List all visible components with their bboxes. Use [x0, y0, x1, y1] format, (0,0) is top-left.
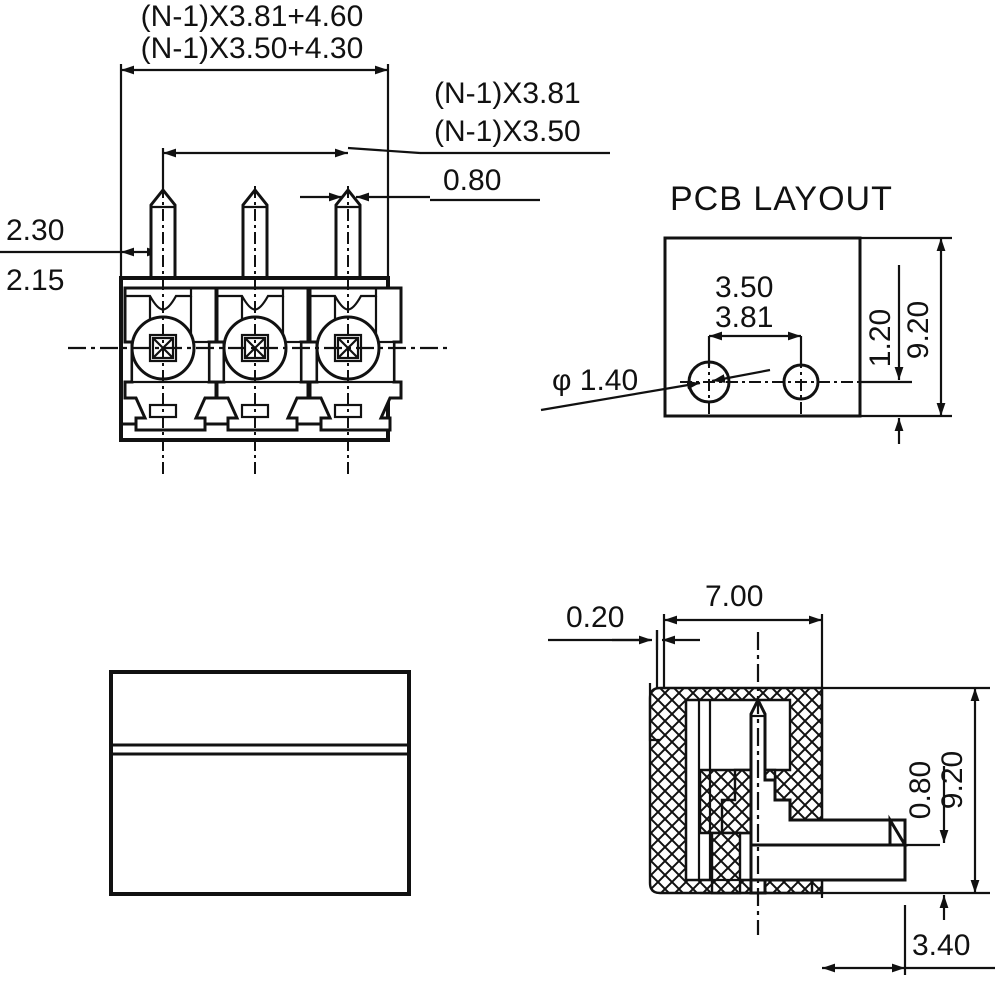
section-view-group: 0.20 7.00 0.80: [548, 580, 995, 975]
dim-pin-width: 0.80: [443, 164, 501, 197]
dim-pitch-3-50: (N-1)X3.50: [434, 115, 581, 148]
leader-diameter-2: [711, 368, 771, 383]
dim-pitch-3-81: (N-1)X3.81: [434, 77, 581, 110]
dim-section-0-20: 0.20: [566, 601, 624, 634]
ext-pitch-right: [347, 146, 421, 155]
dim-edge-2-15: 2.15: [6, 264, 64, 297]
front-view-group: (N-1)X3.81+4.60 (N-1)X3.50+4.30 (N-1)X3.…: [0, 0, 610, 476]
pcb-layout-title: PCB LAYOUT: [670, 180, 893, 218]
dim-hole-diameter: φ 1.40: [552, 364, 638, 397]
pin-row: [149, 187, 362, 280]
side-view-group: [109, 670, 411, 896]
dim-pcb-1-20: 1.20: [864, 309, 897, 367]
dim-edge-2-30: 2.30: [6, 214, 64, 247]
dim-overall-3-50: (N-1)X3.50+4.30: [141, 32, 364, 65]
dim-pcb-3-50: 3.50: [715, 271, 773, 304]
terminal-cells: [123, 286, 403, 432]
dim-section-9-20: 9.20: [936, 751, 969, 809]
side-view-outline: [109, 670, 411, 896]
dim-pcb-3-81: 3.81: [715, 301, 773, 334]
leader-diameter-1: [540, 380, 701, 412]
dim-section-0-80: 0.80: [904, 761, 937, 819]
dim-section-7-00: 7.00: [705, 580, 763, 613]
section-pin-horizontal: [749, 843, 907, 882]
dim-overall-3-81: (N-1)X3.81+4.60: [141, 0, 364, 33]
dim-section-3-40: 3.40: [912, 929, 970, 962]
cavity-notch: [648, 683, 660, 742]
section-lower-rib: [710, 831, 742, 895]
pcb-layout-group: PCB LAYOUT 3.50 3.81 φ 1.40 1.20 9.20: [540, 180, 952, 444]
section-pin-tip-chamfer: [751, 814, 908, 847]
dim-pcb-9-20: 9.20: [902, 301, 935, 359]
